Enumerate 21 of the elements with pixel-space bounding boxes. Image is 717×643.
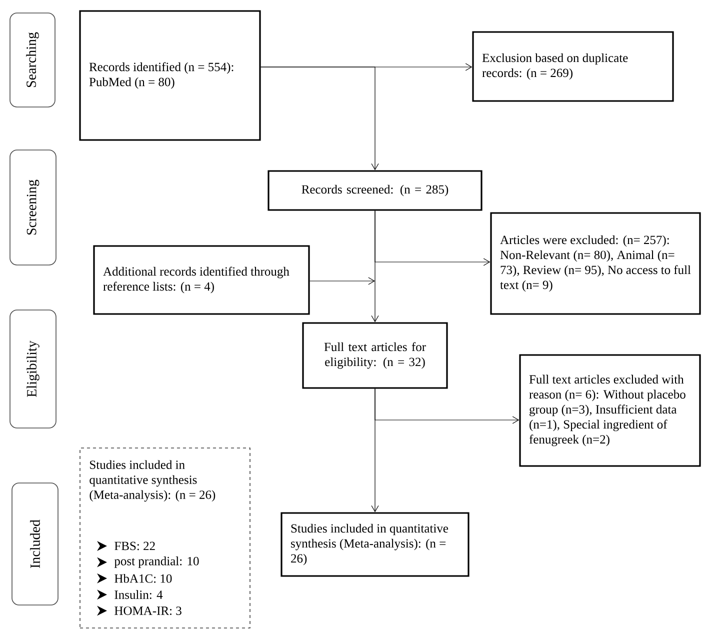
process-box: Exclusion based on duplicate records: (n = 269) [472, 31, 674, 102]
list-item: FBS: 22 [114, 542, 155, 550]
process-box: Records screened: (n = 285) [268, 170, 482, 211]
stage-label: Eligibility [10, 310, 56, 428]
arrow [260, 66, 379, 170]
process-box: Full text articles excluded with reason (n= 6): Without placebo group (n=3), Insufficient data (n=1), Special ingredient of fenugreek (n=2) [519, 354, 701, 467]
stage-label: Searching [10, 12, 56, 108]
list-item: HOMA-IR: 3 [114, 606, 182, 616]
process-box: Articles were excluded: (n= 257): Non-Relevant (n= 80), Animal (n= 73), Review (n= 95), No access to full text (n= 9) [490, 212, 701, 315]
process-box: Studies included in quantitative synthesis (Meta-analysis): (n = 26) [280, 512, 470, 577]
process-box: Full text articles for eligibility: (n = 32) [302, 322, 448, 389]
arrow [310, 277, 375, 285]
process-box: Records identified (n = 554): PubMed (n = 80) [79, 10, 261, 141]
stage-label: Screening [10, 150, 56, 266]
list-item: post prandial: 10 [114, 556, 199, 568]
list-item: Insulin: 4 [114, 590, 163, 600]
arrow [371, 210, 379, 322]
arrow [371, 388, 379, 512]
process-box: Additional records identified through reference lists: (n = 4) [93, 245, 310, 315]
list-item: HbA1C: 10 [114, 574, 172, 583]
stage-label: Included [12, 482, 58, 606]
